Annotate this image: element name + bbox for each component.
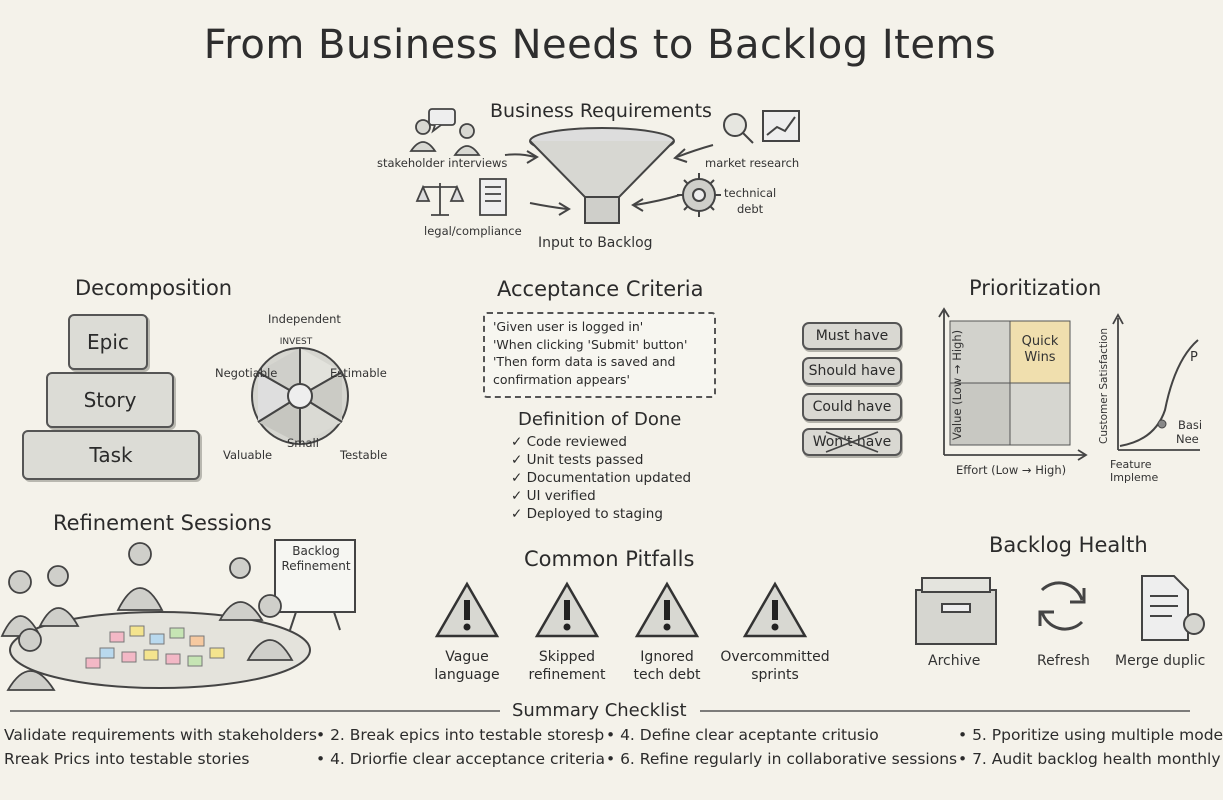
pitfall-overcommitted-sprints: Overcommitted sprints — [715, 648, 835, 684]
market-research-icon — [723, 110, 800, 144]
input-to-backlog-label: Input to Backlog — [538, 235, 653, 251]
pitfall-ignored-tech-debt: Ignored tech debt — [617, 648, 717, 684]
common-pitfalls-heading: Common Pitfalls — [524, 547, 695, 571]
value-axis-label: Value (Low → High) — [950, 329, 965, 441]
criteria-line: confirmation appears' — [493, 371, 630, 387]
backlog-health-heading: Backlog Health — [989, 533, 1148, 557]
decomposition-heading: Decomposition — [75, 276, 233, 300]
checklist-item: • 4. Driorfie clear acceptance criteria — [316, 750, 605, 768]
backlog-health-icons — [915, 575, 1205, 645]
pitfall-line: Overcommitted — [720, 649, 830, 665]
quick-wins-label: Quick Wins — [1021, 334, 1059, 365]
dod-list: ✓ Code reviewed ✓ Unit tests passed ✓ Do… — [511, 433, 691, 523]
stakeholder-icon — [409, 108, 481, 156]
invest-negotiable: Negotiable — [215, 366, 278, 380]
board-label: Backlog Refinement — [279, 544, 353, 574]
acceptance-criteria-heading: Acceptance Criteria — [497, 277, 704, 301]
legal-icon — [415, 178, 507, 216]
strike-through-icon — [825, 431, 879, 453]
task-piece: Task — [22, 430, 200, 480]
moscow-wont-have: Won't have — [802, 428, 902, 456]
feature-implementation-label: Feature Impleme — [1110, 458, 1159, 484]
moscow-must-have: Must have — [802, 322, 902, 350]
invest-diagram — [251, 347, 349, 445]
technical-label-2: debt — [737, 202, 764, 216]
board-label-line: Refinement — [281, 559, 351, 573]
market-research-label: market research — [705, 156, 800, 170]
archive-label: Archive — [928, 653, 981, 669]
invest-valuable: Valuable — [223, 448, 273, 462]
refresh-label: Refresh — [1037, 653, 1090, 669]
invest-testable: Testable — [340, 448, 388, 462]
dod-item: ✓ UI verified — [511, 488, 596, 504]
pitfall-line: Ignored — [640, 649, 694, 665]
stakeholder-interviews-label: stakeholder interviews — [377, 156, 508, 170]
archive-icon — [915, 577, 997, 645]
moscow-should-have: Should have — [802, 357, 902, 385]
pitfall-line: refinement — [528, 667, 606, 683]
checklist-item: • 7. Audit backlog health monthly — [958, 750, 1221, 768]
criteria-line: 'When clicking 'Submit' button' — [493, 336, 688, 352]
funnel-diagram — [409, 108, 800, 224]
prioritization-heading: Prioritization — [969, 276, 1102, 300]
value-effort-matrix — [938, 307, 1088, 461]
quick-wins-quadrant — [1009, 320, 1071, 384]
legal-compliance-label: legal/compliance — [424, 224, 522, 238]
criteria-line: 'Then form data is saved and — [493, 354, 676, 369]
pitfall-warning-icons — [434, 581, 808, 638]
criteria-line: 'Given user is logged in' — [493, 319, 644, 334]
invest-independent: Independent — [268, 312, 341, 326]
merge-duplicates-label: Merge duplic — [1115, 653, 1206, 669]
pitfall-line: sprints — [751, 667, 799, 683]
acceptance-criteria-box: 'Given user is logged in' 'When clicking… — [483, 312, 716, 398]
moscow-label: Should have — [808, 363, 896, 379]
gear-icon — [677, 173, 721, 217]
refresh-icon — [1038, 581, 1086, 631]
moscow-could-have: Could have — [802, 393, 902, 421]
dod-item: ✓ Documentation updated — [511, 470, 692, 486]
pitfall-vague-language: Vague language — [417, 648, 517, 684]
pitfall-line: language — [434, 667, 500, 683]
refinement-meeting-illustration — [0, 539, 356, 691]
moscow-label: Must have — [815, 328, 889, 344]
kano-chart — [1112, 313, 1200, 451]
business-requirements-heading: Business Requirements — [490, 100, 712, 122]
effort-axis-label: Effort (Low → High) — [956, 463, 1067, 477]
dod-item: ✓ Unit tests passed — [511, 452, 644, 468]
checklist-item: • 2. Break epics into testable storesþ — [316, 726, 605, 744]
summary-checklist-heading: Summary Checklist — [512, 700, 687, 721]
invest-center-label: INVEST — [279, 337, 313, 347]
invest-estimable: Estimable — [330, 366, 387, 380]
funnel-icon — [529, 127, 675, 224]
epic-piece: Epic — [68, 314, 148, 370]
customer-satisfaction-label: Customer Satisfaction — [1097, 328, 1110, 444]
basic-needs-label-2: Nee — [1176, 432, 1199, 446]
refinement-sessions-heading: Refinement Sessions — [53, 511, 272, 535]
checklist-item: Validate requirements with stakeholders — [4, 726, 317, 744]
checklist-item: Rreak Prics into testable stories — [4, 750, 250, 768]
document-merge-icon — [1141, 575, 1205, 641]
dod-item: ✓ Code reviewed — [511, 434, 627, 450]
invest-small: Small — [287, 436, 319, 450]
epic-label: Epic — [87, 330, 129, 354]
checklist-item: • 6. Refine regularly in collaborative s… — [606, 750, 958, 768]
pitfall-line: Skipped — [538, 649, 596, 665]
moscow-label: Could have — [812, 399, 892, 415]
performance-label: P — [1190, 350, 1198, 365]
basic-needs-label-1: Basi — [1178, 418, 1203, 432]
pitfall-line: tech debt — [633, 667, 701, 683]
pitfall-line: Vague — [445, 649, 489, 665]
technical-label-1: technical — [724, 186, 777, 200]
story-label: Story — [83, 388, 137, 412]
page-title: From Business Needs to Backlog Items — [203, 22, 997, 68]
definition-of-done-heading: Definition of Done — [518, 409, 682, 430]
checklist-item: • 5. Pporitize using multiple mode — [958, 726, 1223, 744]
dod-item: ✓ Deployed to staging — [511, 506, 663, 522]
story-piece: Story — [46, 372, 174, 428]
checklist-item: • 4. Define clear aceptante critusio — [606, 726, 879, 744]
board-label-line: Backlog — [292, 544, 340, 558]
checklist-divider — [10, 710, 1190, 712]
pitfall-skipped-refinement: Skipped refinement — [517, 648, 617, 684]
task-label: Task — [89, 443, 133, 467]
